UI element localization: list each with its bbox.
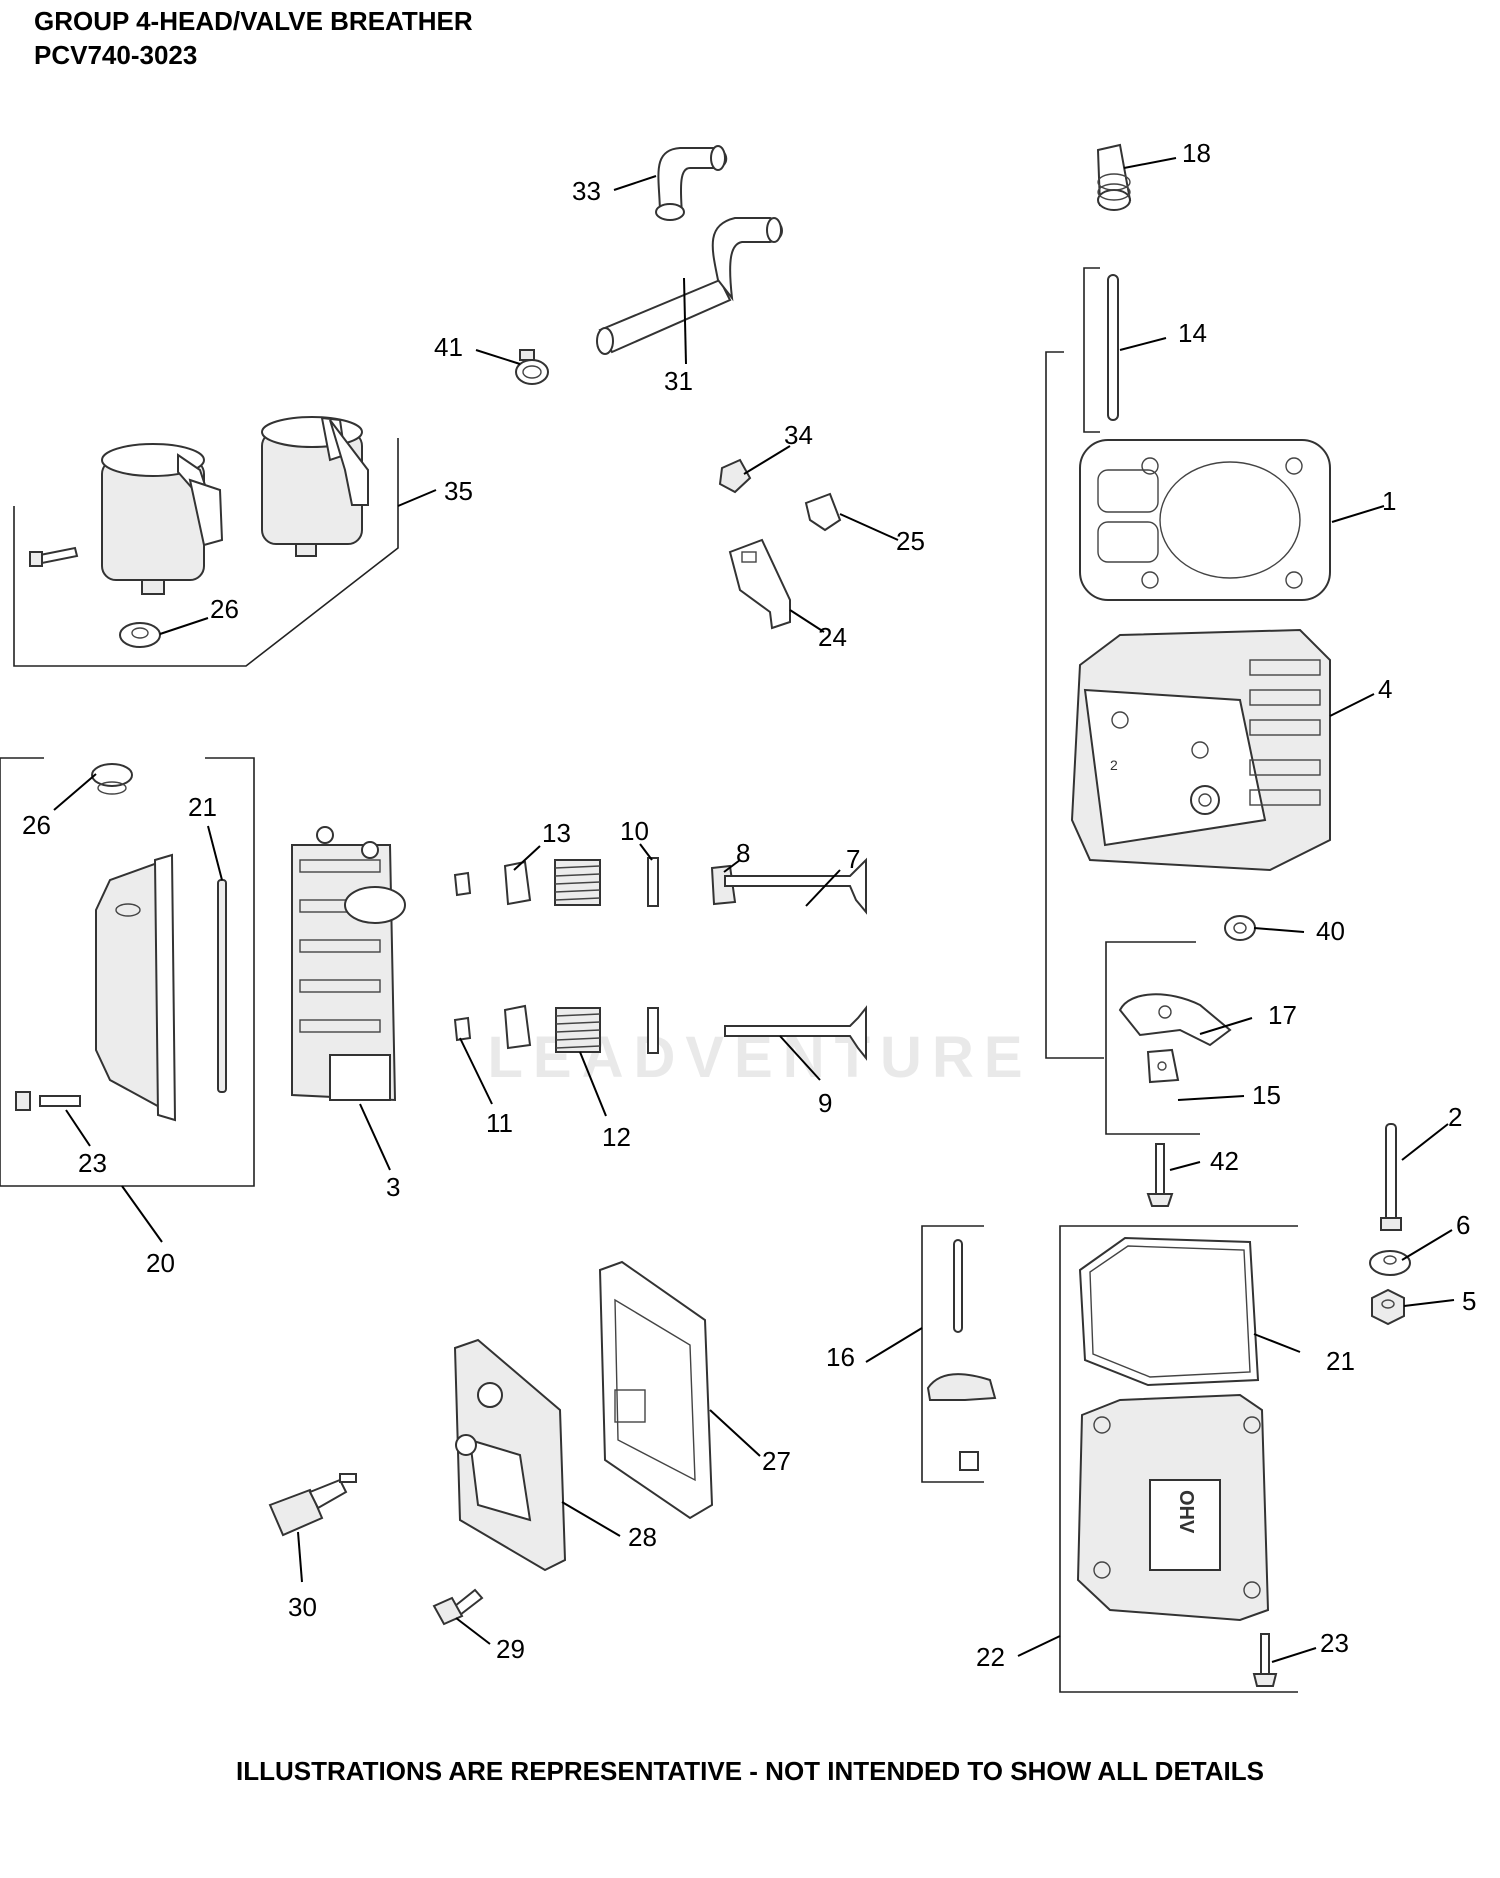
callout-12: 12 [602, 1122, 631, 1152]
part-17-rocker-arm [1118, 993, 1232, 1047]
callout-24: 24 [818, 622, 847, 652]
callout-41: 41 [434, 332, 463, 362]
part-20-breather-cover [15, 853, 227, 1122]
callout-20: 20 [146, 1248, 175, 1278]
callout-6: 6 [1456, 1210, 1470, 1240]
part-40-nut [1224, 915, 1256, 941]
callout-4: 4 [1378, 674, 1392, 704]
callout-26-top: 26 [210, 594, 239, 624]
part-21-cover-gasket [1078, 1236, 1260, 1387]
part-14-push-rod [1107, 274, 1119, 421]
callout-42: 42 [1210, 1146, 1239, 1176]
part-5-nut [1371, 1288, 1405, 1326]
callout-numbers: 33 31 41 18 14 34 35 1 25 26 24 4 26 21 … [22, 138, 1476, 1672]
callout-34: 34 [784, 420, 813, 450]
callout-35: 35 [444, 476, 473, 506]
callout-33: 33 [572, 176, 601, 206]
part-31-tube [596, 217, 783, 355]
callout-17: 17 [1268, 1000, 1297, 1030]
part-4-cylinder-head: 2 [1070, 628, 1331, 872]
callout-21-right: 21 [1326, 1346, 1355, 1376]
callout-2: 2 [1448, 1102, 1462, 1132]
callout-11: 11 [486, 1108, 513, 1138]
disclaimer-note: ILLUSTRATIONS ARE REPRESENTATIVE - NOT I… [236, 1756, 1264, 1786]
part-16-rocker-assembly [926, 1239, 997, 1471]
part-27-breather-gasket [598, 1260, 714, 1520]
svg-text:2: 2 [1110, 757, 1118, 773]
part-6-washer [1369, 1250, 1411, 1276]
callout-31: 31 [664, 366, 693, 396]
callout-27: 27 [762, 1446, 791, 1476]
part-18-elbow [1096, 143, 1132, 211]
callout-40: 40 [1316, 916, 1345, 946]
part-2-bolt [1380, 1123, 1402, 1231]
callout-28: 28 [628, 1522, 657, 1552]
part-41-clamp [515, 349, 549, 385]
callout-14: 14 [1178, 318, 1207, 348]
callout-23-left: 23 [78, 1148, 107, 1178]
part-15-pivot [1146, 1048, 1180, 1084]
part-3-cylinder-head [291, 826, 406, 1102]
part-22-valve-cover: OHV [1076, 1393, 1270, 1622]
part-25-clip [804, 492, 842, 532]
model-number: PCV740-3023 [34, 40, 198, 70]
callout-1: 1 [1382, 486, 1396, 516]
callout-18: 18 [1182, 138, 1211, 168]
part-26-grommet-top [119, 622, 161, 648]
callout-21-left: 21 [188, 792, 217, 822]
callout-9: 9 [818, 1088, 832, 1118]
part-33-hose [655, 145, 728, 221]
svg-text:OHV: OHV [1175, 1490, 1197, 1534]
callout-22: 22 [976, 1642, 1005, 1672]
diagram-title: GROUP 4-HEAD/VALVE BREATHER [34, 6, 473, 36]
callout-8: 8 [736, 838, 750, 868]
part-28-breather-cover [453, 1338, 567, 1572]
part-34-fitting [718, 458, 752, 494]
valve-train-lower [453, 1004, 867, 1061]
callout-10: 10 [620, 816, 649, 846]
part-26-grommet-lower [91, 763, 133, 795]
callout-30: 30 [288, 1592, 317, 1622]
part-24-bracket [728, 538, 791, 630]
callout-7: 7 [846, 844, 860, 874]
valve-train-upper [453, 857, 867, 915]
callout-16: 16 [826, 1342, 855, 1372]
callout-13: 13 [542, 818, 571, 848]
callout-29: 29 [496, 1634, 525, 1664]
callout-5: 5 [1462, 1286, 1476, 1316]
part-29-bolt [432, 1588, 484, 1626]
part-35-breather-filters [29, 416, 369, 595]
callout-23-right: 23 [1320, 1628, 1349, 1658]
part-1-head-gasket [1079, 439, 1331, 601]
callout-15: 15 [1252, 1080, 1281, 1110]
leader-lines [53, 157, 1455, 1663]
callout-3: 3 [386, 1172, 400, 1202]
group-outlines [0, 267, 1298, 1693]
callout-26-lower: 26 [22, 810, 51, 840]
part-30-sensor [268, 1473, 357, 1537]
part-23-bolt-right [1252, 1633, 1278, 1687]
part-42-bolt [1146, 1143, 1174, 1207]
callout-25: 25 [896, 526, 925, 556]
